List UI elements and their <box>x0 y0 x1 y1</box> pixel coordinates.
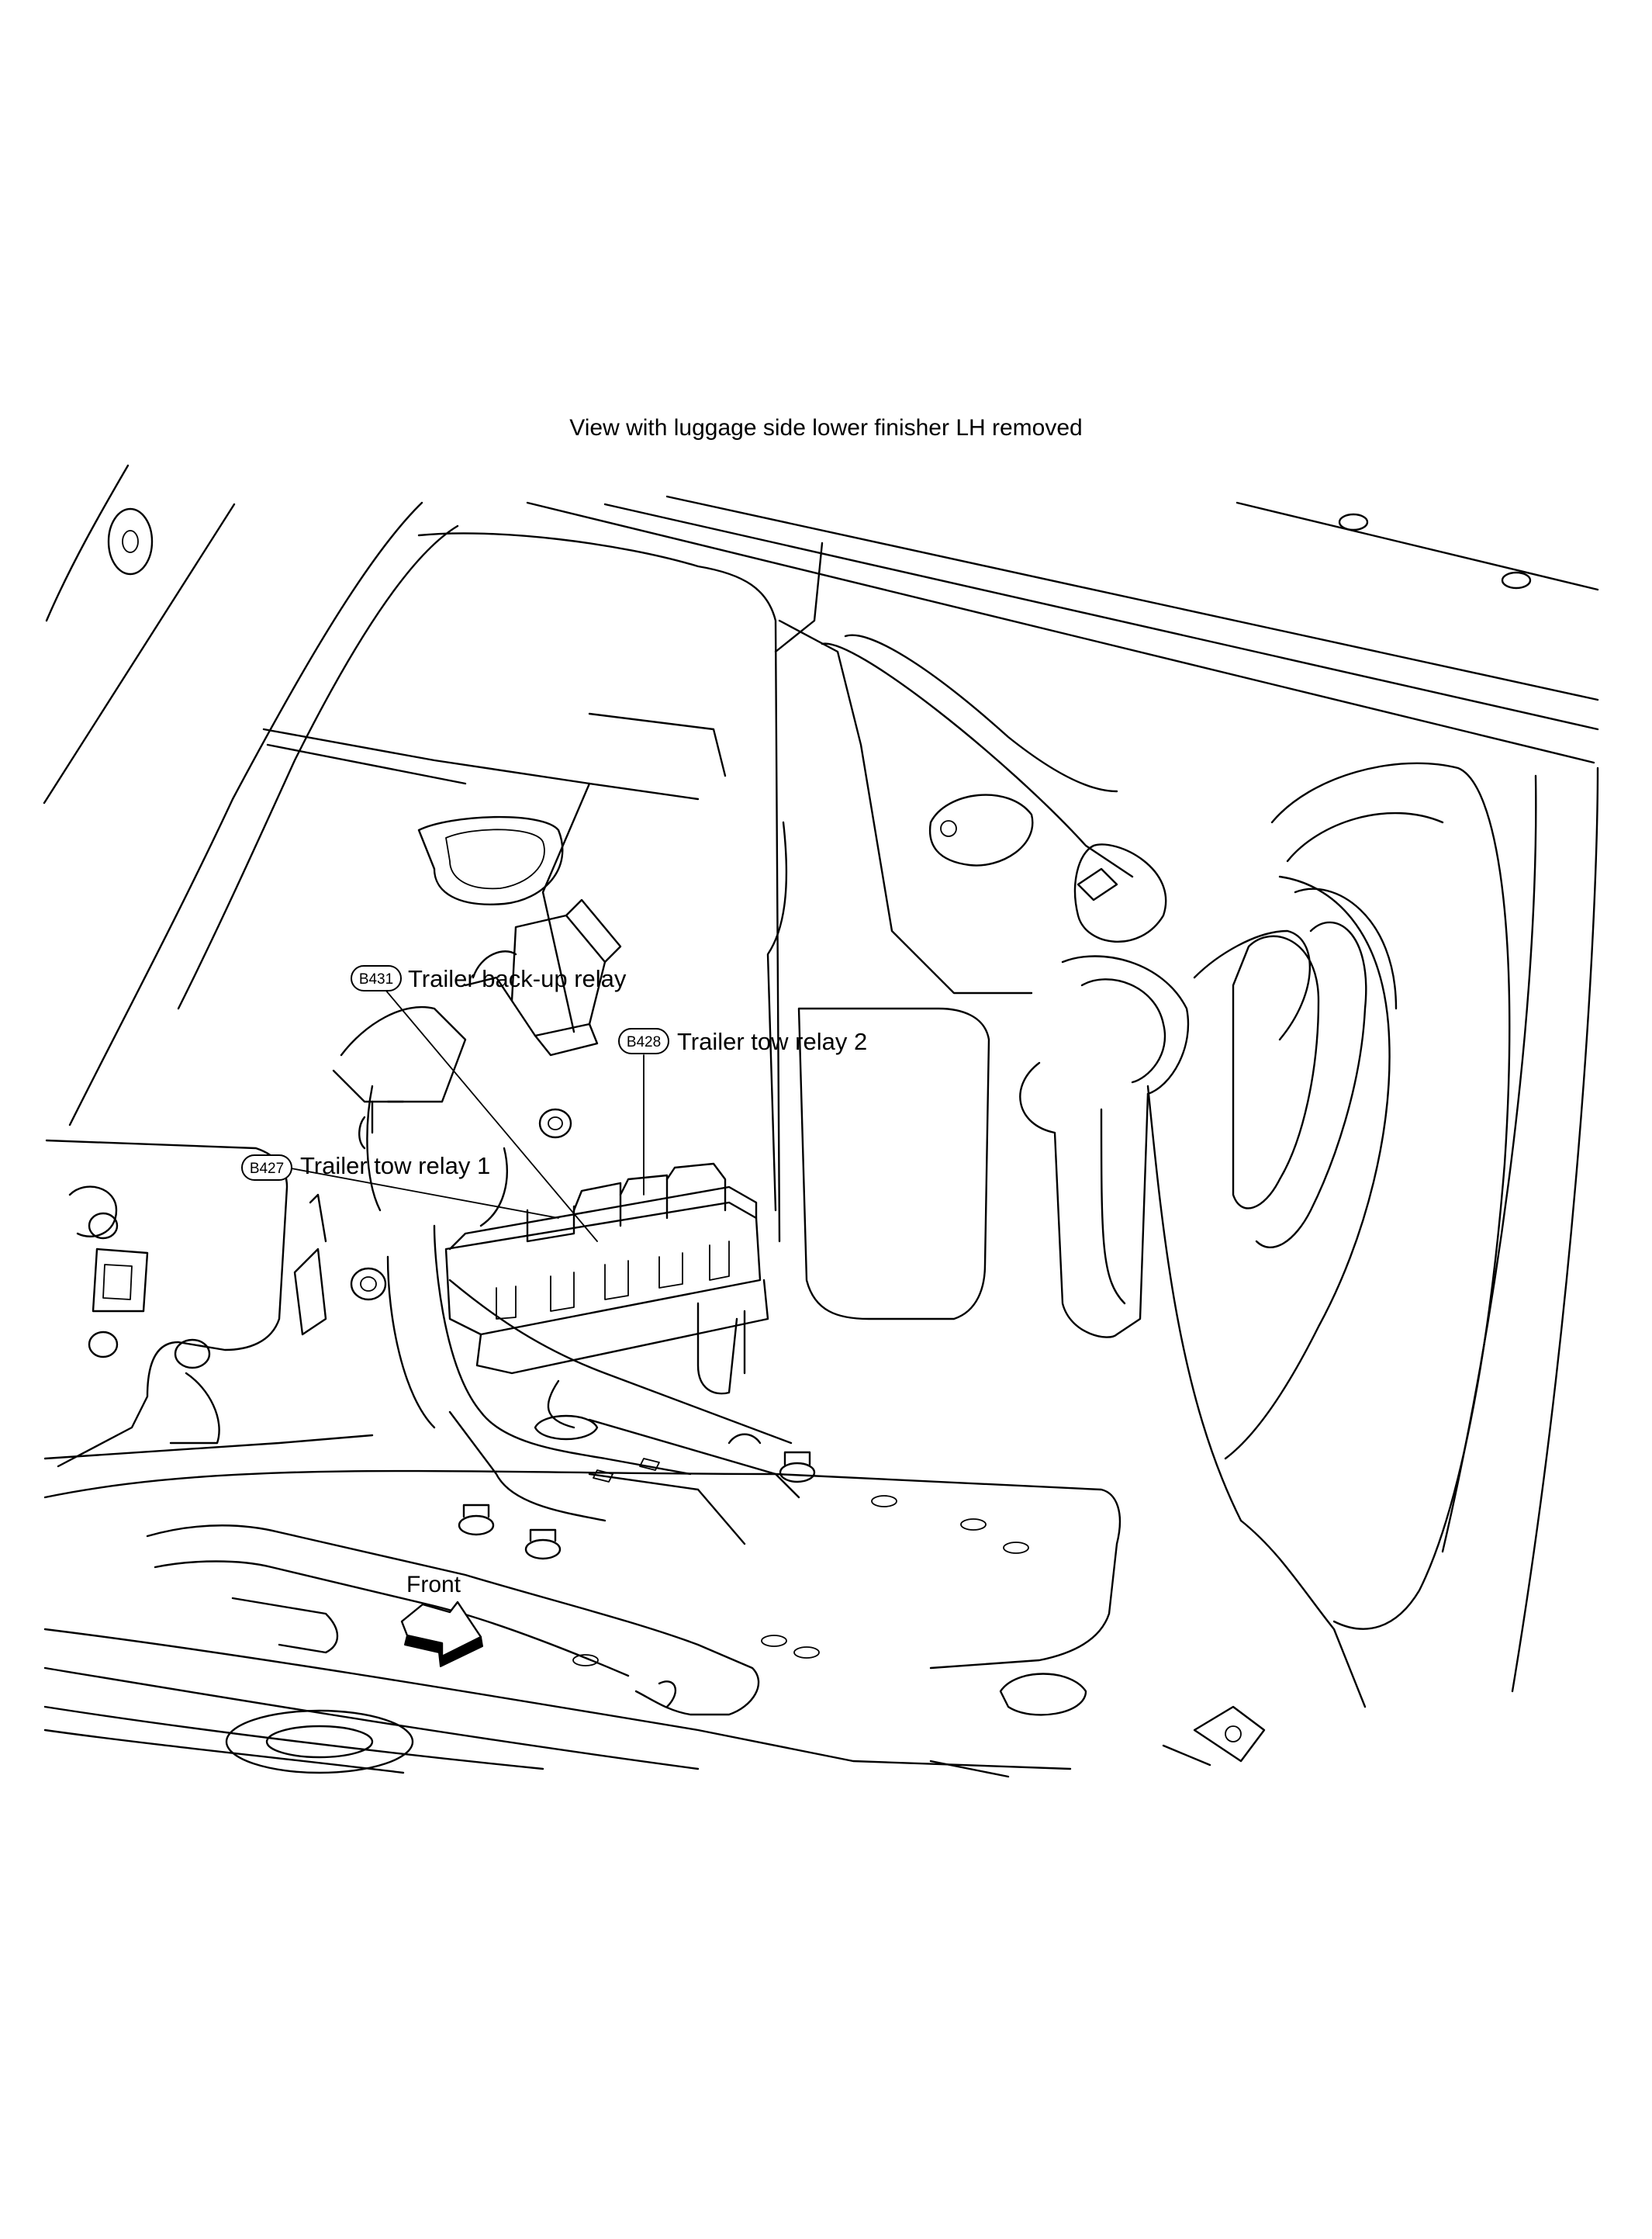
callout-b427: B427 Trailer tow relay 1 <box>241 1152 490 1181</box>
connector-badge <box>351 965 402 991</box>
quarter-panel <box>1146 762 1511 1708</box>
connector-code: B427 <box>250 1161 284 1177</box>
left-bracket <box>45 1085 572 1468</box>
connector-code: B431 <box>359 971 393 988</box>
backup-relay <box>332 898 622 1103</box>
callout-b431: B431 Trailer back-up relay <box>351 965 627 992</box>
floor <box>43 1434 1266 1778</box>
relay-block <box>358 1100 769 1395</box>
diagram-title: View with luggage side lower finisher LH… <box>569 415 1083 441</box>
body-outline <box>43 464 1599 1693</box>
callout-label: Trailer tow relay 1 <box>300 1152 490 1179</box>
callout-leaders <box>286 989 645 1242</box>
callout-b428: B428 Trailer tow relay 2 <box>618 1028 867 1055</box>
connector-badge <box>618 1028 669 1054</box>
callout-label: Trailer tow relay 2 <box>677 1028 867 1055</box>
front-label: Front <box>406 1572 461 1597</box>
callout-label: Trailer back-up relay <box>408 965 627 992</box>
inner-panels <box>262 532 1311 1338</box>
connector-code: B428 <box>627 1034 661 1050</box>
front-direction-indicator: Front <box>400 1572 483 1667</box>
bracket <box>386 1224 816 1560</box>
connector-badge <box>241 1154 292 1181</box>
